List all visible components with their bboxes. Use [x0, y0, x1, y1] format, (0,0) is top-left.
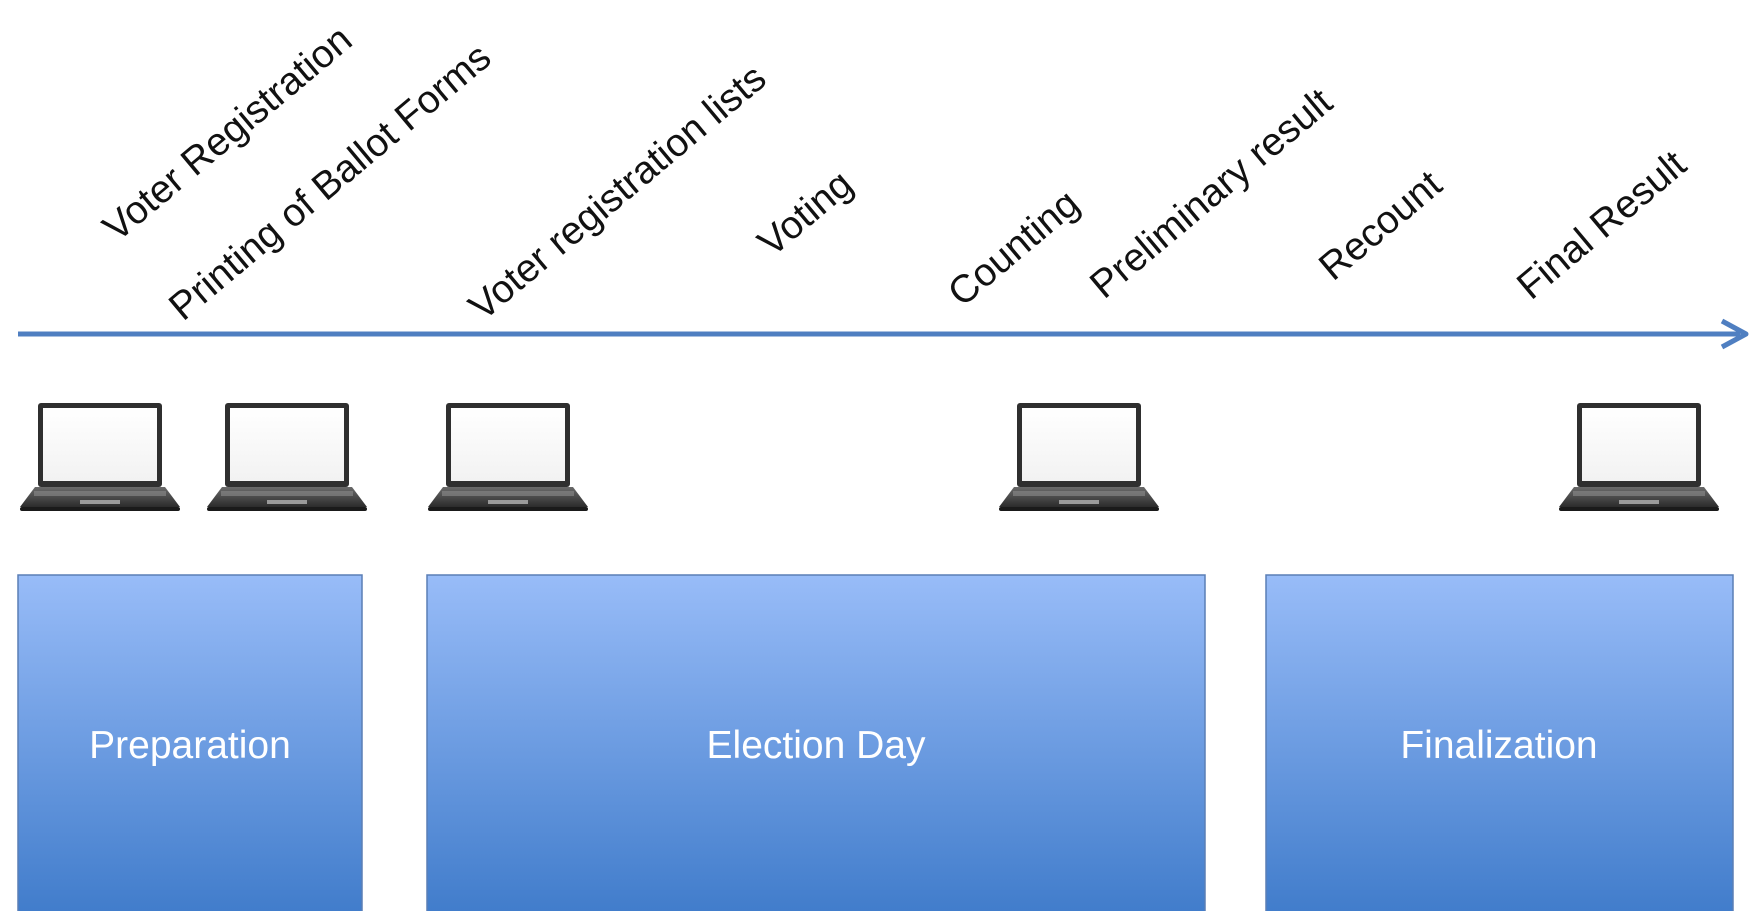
timeline-arrow [18, 318, 1749, 350]
event-voter-registration-lists: Voter registration lists [461, 56, 774, 329]
event-recount: Recount [1311, 162, 1450, 288]
event-voting: Voting [750, 162, 861, 265]
phase-election-day: Election Day [426, 574, 1206, 911]
laptop-icon [207, 403, 367, 511]
event-printing-ballot-forms: Printing of Ballot Forms [161, 35, 499, 328]
phase-preparation: Preparation [17, 574, 363, 911]
laptop-icon [1559, 403, 1719, 511]
phase-label-finalization: Finalization [1400, 724, 1597, 767]
phase-finalization: Finalization [1265, 574, 1734, 911]
laptop-icon [999, 403, 1159, 511]
laptops-row [20, 403, 1719, 511]
laptop-icon [428, 403, 588, 511]
event-counting: Counting [940, 182, 1087, 315]
timeline-events: Voter Registration Printing of Ballot Fo… [95, 18, 1695, 329]
laptop-icon [20, 403, 180, 511]
phase-label-election-day: Election Day [707, 724, 926, 767]
event-final-result: Final Result [1509, 142, 1695, 307]
phase-label-preparation: Preparation [89, 724, 291, 767]
event-preliminary-result: Preliminary result [1082, 80, 1341, 307]
